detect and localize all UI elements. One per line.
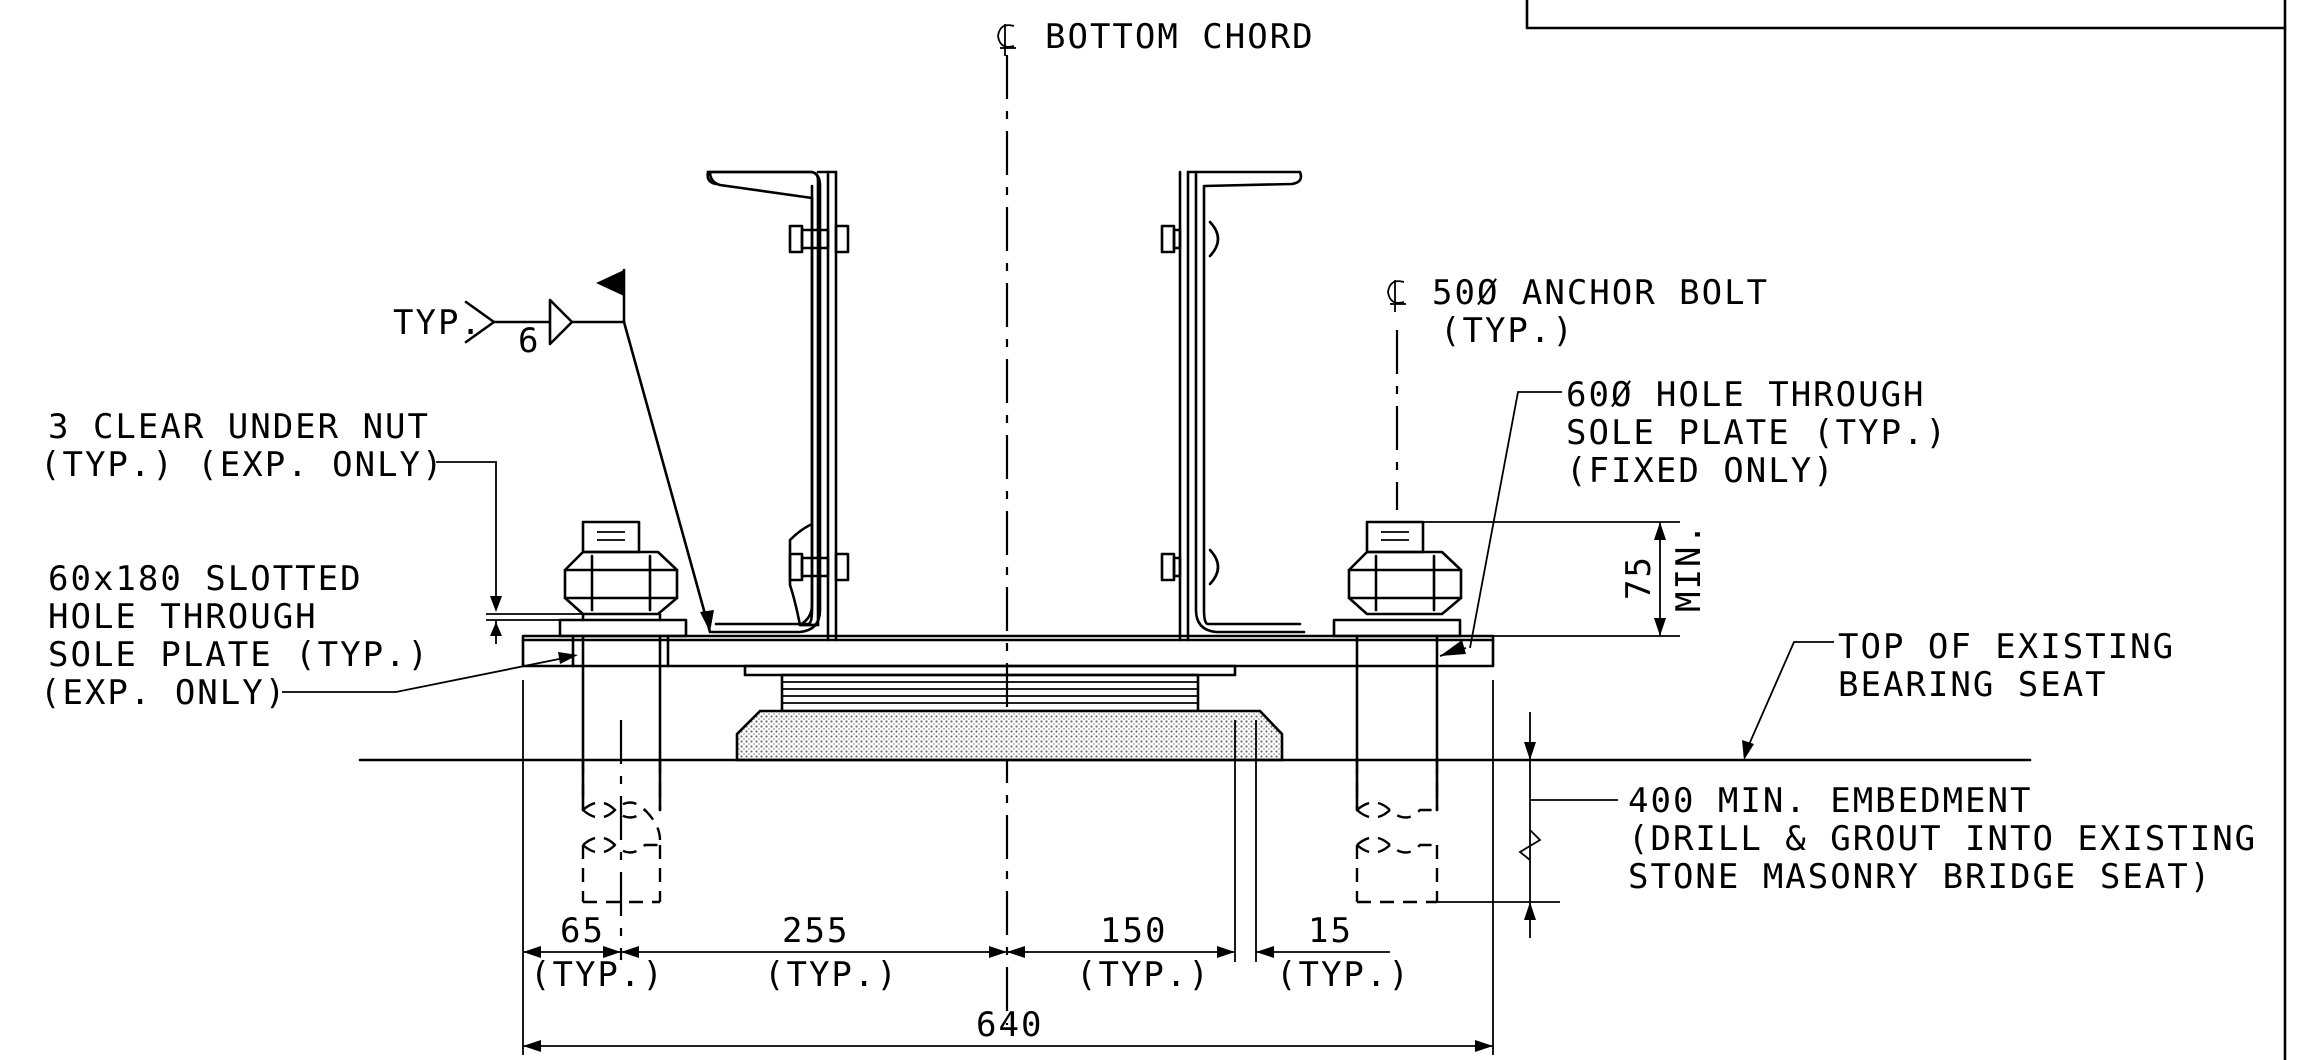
clear-nut-label-1: 3 CLEAR UNDER NUT: [48, 407, 430, 447]
embed-label-2: (DRILL & GROUT INTO EXISTING: [1628, 819, 2257, 859]
dim-65-note: (TYP.): [530, 955, 665, 995]
dim-15: 15 (TYP.): [1256, 911, 1411, 995]
dim-65: 65 (TYP.): [523, 911, 665, 995]
clear-nut-label-2: (TYP.) (EXP. ONLY): [40, 445, 444, 485]
embed-label-3: STONE MASONRY BRIDGE SEAT): [1628, 857, 2212, 897]
anchor-bolt-right: [1332, 330, 1463, 904]
web-bolt-left-bottom: [788, 552, 850, 582]
embed-label-1: 400 MIN. EMBEDMENT: [1628, 781, 2032, 821]
dim-75-min: 75 MIN.: [1420, 521, 1709, 637]
weld-typ-label: TYP.: [393, 303, 483, 343]
plan-dimensions: 65 (TYP.) 255 (TYP.) 150 (TYP.) 15 (TYP.…: [522, 680, 1494, 1055]
dim-640: 640: [523, 1005, 1493, 1052]
anchor-bolt-label-2: (TYP.): [1440, 311, 1575, 351]
left-angle-section: [708, 170, 838, 642]
title-block-frame: [1525, 0, 2287, 1060]
anchor-bolt-label-1: 50Ø ANCHOR BOLT: [1432, 273, 1769, 313]
dim-150-note: (TYP.): [1076, 955, 1211, 995]
slot-label-3: SOLE PLATE (TYP.): [48, 635, 430, 675]
dim-255: 255 (TYP.): [621, 911, 1007, 995]
bearing-seat-callout: TOP OF EXISTING BEARING SEAT: [1742, 627, 2175, 760]
weld-size-label: 6: [518, 321, 540, 361]
anchor-bolt-left: [558, 520, 688, 960]
dim-150-value: 150: [1100, 911, 1167, 951]
dim-150: 150 (TYP.): [1007, 911, 1235, 995]
dim-255-value: 255: [782, 911, 849, 951]
fixed-hole-label-1: 60Ø HOLE THROUGH: [1566, 375, 1926, 415]
bearing-seat-label-2: BEARING SEAT: [1838, 665, 2108, 705]
slot-label-4: (EXP. ONLY): [40, 673, 287, 713]
dim-75-note: MIN.: [1669, 522, 1709, 612]
dim-255-note: (TYP.): [764, 955, 899, 995]
fixed-hole-label-3: (FIXED ONLY): [1566, 451, 1836, 491]
web-bolts: [788, 220, 1220, 586]
centerline-symbol: [997, 24, 1016, 56]
bearing-seat-label-1: TOP OF EXISTING: [1838, 627, 2175, 667]
clear-under-nut-callout: 3 CLEAR UNDER NUT (TYP.) (EXP. ONLY): [40, 407, 583, 644]
anchor-bolt-callout: 50Ø ANCHOR BOLT (TYP.): [1387, 273, 1769, 351]
cl-bottom-chord-label: BOTTOM CHORD: [1045, 17, 1315, 57]
fixed-hole-callout: 60Ø HOLE THROUGH SOLE PLATE (TYP.) (FIXE…: [1439, 375, 1948, 657]
dim-75-value: 75: [1619, 555, 1659, 600]
left-web-angle: [706, 170, 822, 634]
slotted-hole-callout: 60x180 SLOTTED HOLE THROUGH SOLE PLATE (…: [40, 559, 578, 713]
slot-label-1: 60x180 SLOTTED: [48, 559, 363, 599]
bearing-pad: [735, 664, 1284, 762]
dim-15-value: 15: [1308, 911, 1353, 951]
embedment-dimension: 400 MIN. EMBEDMENT (DRILL & GROUT INTO E…: [1437, 712, 2257, 938]
web-bolt-left-top: [788, 224, 850, 254]
grout-pad: [735, 709, 1284, 762]
dim-640-value: 640: [976, 1005, 1043, 1045]
dim-65-value: 65: [560, 911, 605, 951]
right-web-angle: [1178, 170, 1306, 642]
centerline-bottom-chord: BOTTOM CHORD: [997, 17, 1315, 1025]
fixed-hole-label-2: SOLE PLATE (TYP.): [1566, 413, 1948, 453]
weld-symbol: TYP. 6: [393, 268, 714, 634]
web-bolt-right-bottom: [1160, 548, 1220, 586]
web-bolt-right-top: [1160, 220, 1220, 258]
slot-label-2: HOLE THROUGH: [48, 597, 318, 637]
dim-15-note: (TYP.): [1276, 955, 1411, 995]
